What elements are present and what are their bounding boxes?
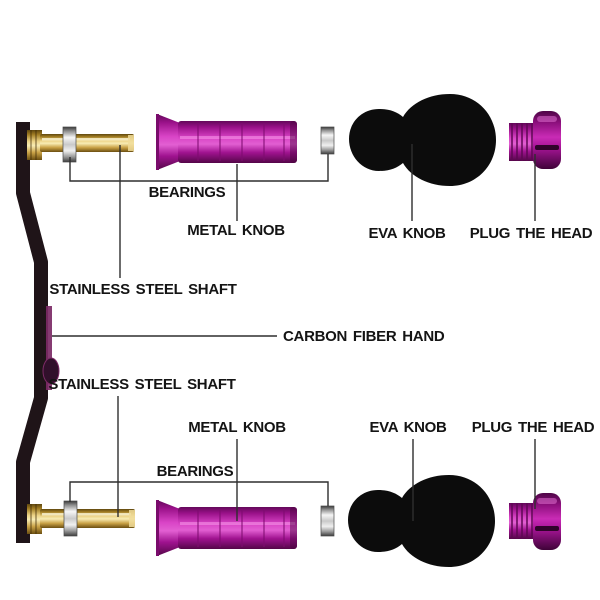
knob-end-shadow [290,121,297,163]
plug-head [533,111,561,169]
leader-bearings-bottom [69,481,329,506]
shaft-highlight [42,513,131,516]
knob-grooves [197,509,285,547]
label-eva-knob-top: EVA KNOB [368,225,446,242]
knob-grooves [197,123,285,161]
knob-flare [157,114,180,170]
knob-end-shadow [290,507,297,549]
knob-flare [157,500,180,556]
knob-body [178,121,297,163]
stainless-steel-shaft-top [27,130,134,160]
label-plug-the-head-top: PLUG THE HEAD [469,225,593,242]
leader-bearings-top [69,154,329,182]
shaft-end-cap [129,510,135,527]
label-stainless-steel-shaft-bottom: STAINLESS STEEL SHAFT [48,376,236,393]
plug-head [533,493,561,550]
label-bearings-bottom: BEARINGS [156,463,234,480]
label-metal-knob-top: METAL KNOB [187,222,285,239]
handle-hub-nut [42,357,60,385]
shaft-highlight [42,138,130,141]
plug-thread-ridges [511,123,533,161]
shaft-bearing-bottom [63,500,78,537]
label-stainless-steel-shaft-top: STAINLESS STEEL SHAFT [49,281,237,298]
plug-head-highlight [537,498,557,504]
handle-arm-bar [16,122,48,543]
plug-head-highlight [537,116,557,122]
eva-knob-top [349,94,496,186]
label-plug-the-head-bottom: PLUG THE HEAD [471,419,595,436]
plug-the-head-bottom [509,493,561,550]
metal-knob-bottom [156,500,297,556]
label-eva-knob-bottom: EVA KNOB [369,419,447,436]
shaft-flange-top [27,130,42,160]
plug-head-slot [535,526,559,531]
label-metal-knob-bottom: METAL KNOB [188,419,286,436]
shaft-rod-bottom [40,509,135,528]
knob-highlight [180,136,295,139]
spare-bearing-bottom [320,505,335,537]
shaft-flange-bottom [27,504,42,534]
label-bearings-top: BEARINGS [148,184,226,201]
metal-knob-top [156,114,297,170]
knob-highlight [180,522,295,525]
plug-thread-ridges [511,503,533,539]
label-carbon-fiber-hand: CARBON FIBER HAND [283,328,445,345]
plug-head-slot [535,145,559,150]
handle-hub-purple-strip [46,306,52,390]
spare-bearing-top [320,126,335,155]
leader-lines [52,144,536,521]
knob-body [178,507,297,549]
knob-flare-edge [156,114,159,170]
shaft-end-cap [128,135,134,151]
eva-knob-bottom [348,475,495,567]
carbon-fiber-handle-arm [16,122,60,543]
shaft-bearing-top [62,126,77,163]
stainless-steel-shaft-bottom [27,504,135,534]
plug-the-head-top [509,111,561,169]
knob-flare-edge [156,500,159,556]
